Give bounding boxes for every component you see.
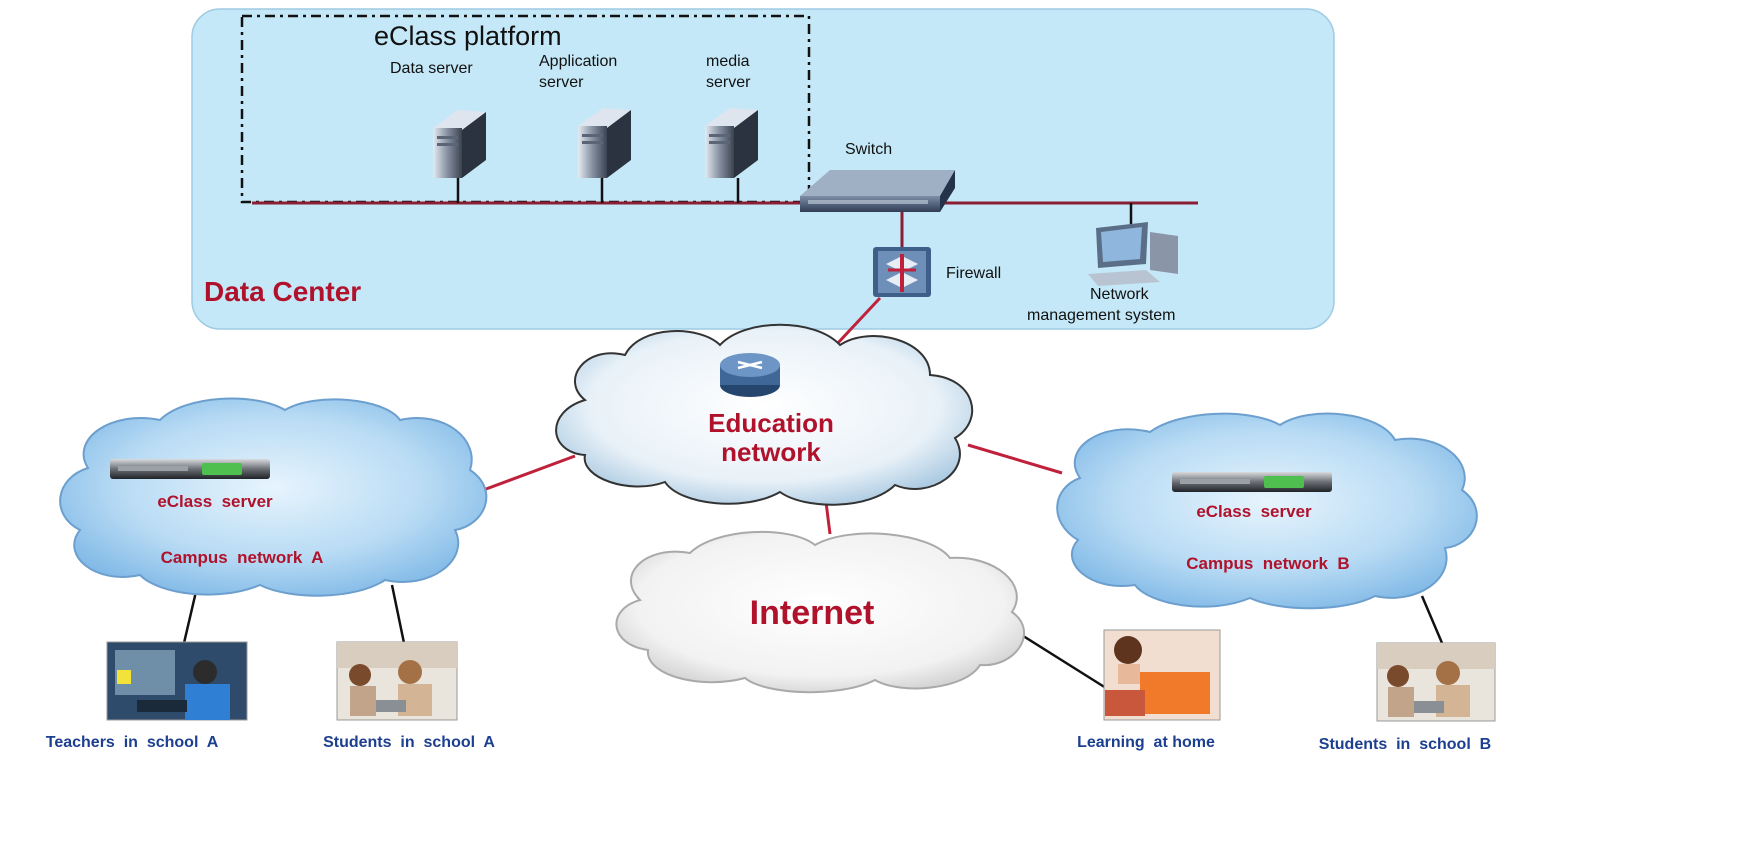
campus-a-network-label: Campus network A [161,548,324,567]
data-center-zone: eClass platform Data server Application … [191,8,1335,330]
internet-home-link [1019,632,1107,690]
data-center-label: Data Center [204,276,361,307]
nms-label-1: Network [1090,286,1150,303]
campus-a-server-label: eClass server [157,492,273,511]
media-server-label-2: server [706,74,751,91]
workstation-icon [1088,222,1178,286]
firewall-icon [873,247,931,297]
education-network-label-1: Education [708,408,834,438]
server-tower-icon [433,110,486,178]
students-a-photo [336,641,458,721]
campus-b-students-link [1420,595,1444,644]
campus-a-students-link [390,584,406,644]
rack-server-icon [1172,472,1332,492]
students-b-label: Students in school B [1319,736,1491,753]
switch-icon [800,170,955,212]
campus-a-cloud: eClass server Campus network A [59,397,488,597]
home-photo [1103,629,1221,721]
eclass-platform-title: eClass platform [374,21,562,51]
internet-cloud: Internet [615,530,1025,694]
students-a-label: Students in school A [323,734,495,751]
campus-b-cloud: eClass server Campus network B [1056,412,1478,610]
education-campus-a-link [477,454,576,494]
students-b-photo [1376,642,1496,722]
teachers-photo [106,641,248,721]
education-network-cloud: Education network [555,323,974,506]
campus-b-server-label: eClass server [1196,502,1312,521]
home-label: Learning at home [1077,734,1215,751]
firewall-label: Firewall [946,265,1001,282]
switch-label: Switch [845,141,892,158]
media-server-label-1: media [706,53,750,70]
application-server-label-2: server [539,74,584,91]
education-network-label-2: network [721,437,821,467]
server-tower-icon [705,108,758,178]
application-server-label-1: Application [539,53,617,70]
router-icon [720,353,780,397]
campus-b-network-label: Campus network B [1186,554,1349,573]
data-center-background [191,8,1335,330]
education-campus-b-link [967,443,1063,475]
data-server-label: Data server [390,60,473,77]
rack-server-icon [110,459,270,479]
server-tower-icon [578,108,631,178]
teachers-a-label: Teachers in school A [46,734,219,751]
internet-label: Internet [750,594,875,632]
nms-label-2: management system [1027,307,1176,324]
